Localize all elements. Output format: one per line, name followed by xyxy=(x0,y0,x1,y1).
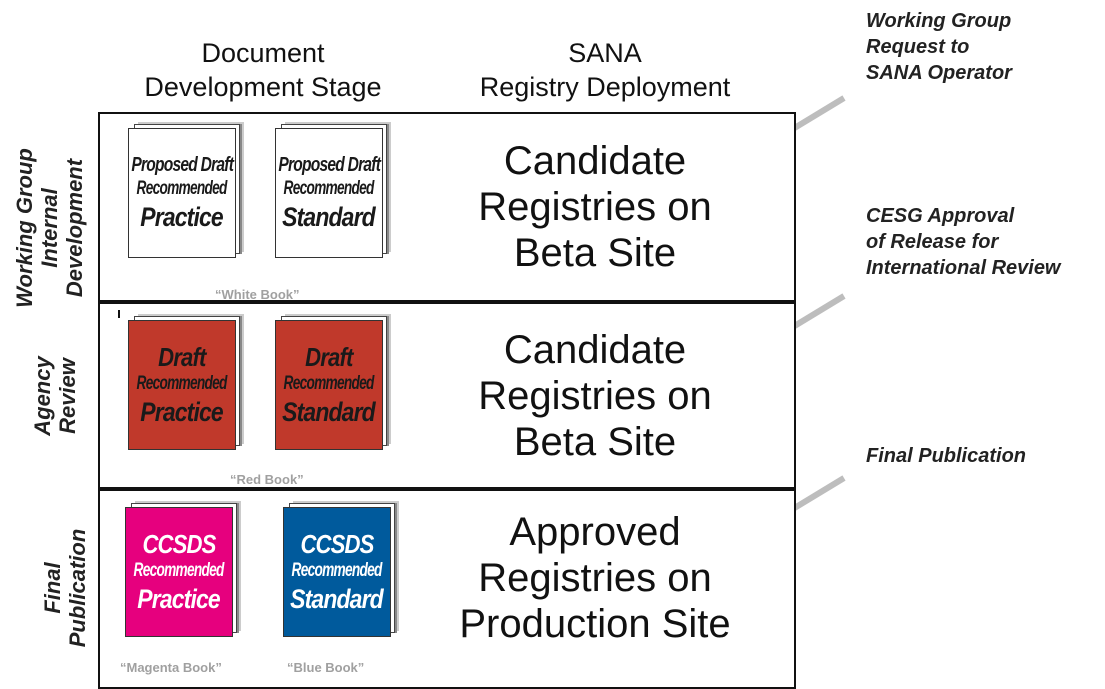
caption-white-book: “White Book” xyxy=(215,287,300,302)
header-document-stage-line1: Document xyxy=(201,38,325,68)
note-2-line2: of Release for xyxy=(866,231,999,253)
book-cover: Draft Recommended Standard xyxy=(275,320,383,450)
note-final-publication: Final Publication xyxy=(866,443,1101,469)
registry-line: Candidate xyxy=(503,139,687,183)
book-pdr-standard: Proposed Draft Recommended Standard xyxy=(275,124,387,258)
row2-label-line2: Review xyxy=(55,358,80,434)
registry-line: Production Site xyxy=(459,602,731,646)
row-label-internal-development: Working Group Internal Development xyxy=(12,143,88,313)
book-red-practice: Draft Recommended Practice xyxy=(128,316,240,450)
book-blue-standard: CCSDS Recommended Standard xyxy=(283,503,395,637)
header-document-stage: Document Development Stage xyxy=(128,36,398,104)
note-2-line1: CESG Approval xyxy=(866,205,1015,227)
registry-line: Approved xyxy=(509,510,681,554)
note-1-line2: Request to xyxy=(866,36,970,58)
book-cover: CCSDS Recommended Practice xyxy=(125,507,233,637)
caption-magenta-book: “Magenta Book” xyxy=(120,660,222,675)
registry-candidate-beta-2: Candidate Registries on Beta Site xyxy=(440,327,750,465)
tick-mark xyxy=(118,310,120,318)
row2-label-line1: Agency xyxy=(30,356,55,436)
row3-label-line1: Final xyxy=(40,562,65,614)
stage-row-agency-review xyxy=(98,302,796,489)
row1-label-line2: Internal xyxy=(37,188,62,268)
row3-label-line2: Publication xyxy=(65,528,90,648)
book-cover: Proposed Draft Recommended Standard xyxy=(275,128,383,258)
row-label-agency-review: Agency Review xyxy=(30,341,82,451)
book-cover: Draft Recommended Practice xyxy=(128,320,236,450)
header-sana-registry: SANA Registry Deployment xyxy=(445,36,765,104)
header-sana-line1: SANA xyxy=(568,38,642,68)
note-1-line1: Working Group xyxy=(866,10,1012,32)
registry-candidate-beta-1: Candidate Registries on Beta Site xyxy=(440,138,750,276)
caption-red-book: “Red Book” xyxy=(230,472,304,487)
registry-line: Candidate xyxy=(503,328,687,372)
book-red-standard: Draft Recommended Standard xyxy=(275,316,387,450)
registry-line: Beta Site xyxy=(513,420,677,464)
row1-label-line1: Working Group xyxy=(12,148,37,308)
registry-line: Registries on xyxy=(478,556,712,600)
registry-approved-production: Approved Registries on Production Site xyxy=(440,509,750,647)
book-cover: CCSDS Recommended Standard xyxy=(283,507,391,637)
caption-blue-book: “Blue Book” xyxy=(287,660,365,675)
row-label-final-publication: Final Publication xyxy=(40,523,92,653)
book-magenta-practice: CCSDS Recommended Practice xyxy=(125,503,237,637)
header-document-stage-line2: Development Stage xyxy=(144,72,382,102)
row1-label-line3: Development xyxy=(62,158,87,298)
header-sana-line2: Registry Deployment xyxy=(479,72,731,102)
note-cesg-approval: CESG Approval of Release for Internation… xyxy=(866,203,1104,281)
registry-line: Registries on xyxy=(478,185,712,229)
note-working-group-request: Working Group Request to SANA Operator xyxy=(866,8,1101,86)
book-cover: Proposed Draft Recommended Practice xyxy=(128,128,236,258)
note-3-line1: Final Publication xyxy=(866,445,1027,467)
note-1-line3: SANA Operator xyxy=(866,62,1012,84)
note-2-line3: International Review xyxy=(866,257,1061,279)
registry-line: Registries on xyxy=(478,374,712,418)
registry-line: Beta Site xyxy=(513,231,677,275)
book-pdr-practice: Proposed Draft Recommended Practice xyxy=(128,124,240,258)
